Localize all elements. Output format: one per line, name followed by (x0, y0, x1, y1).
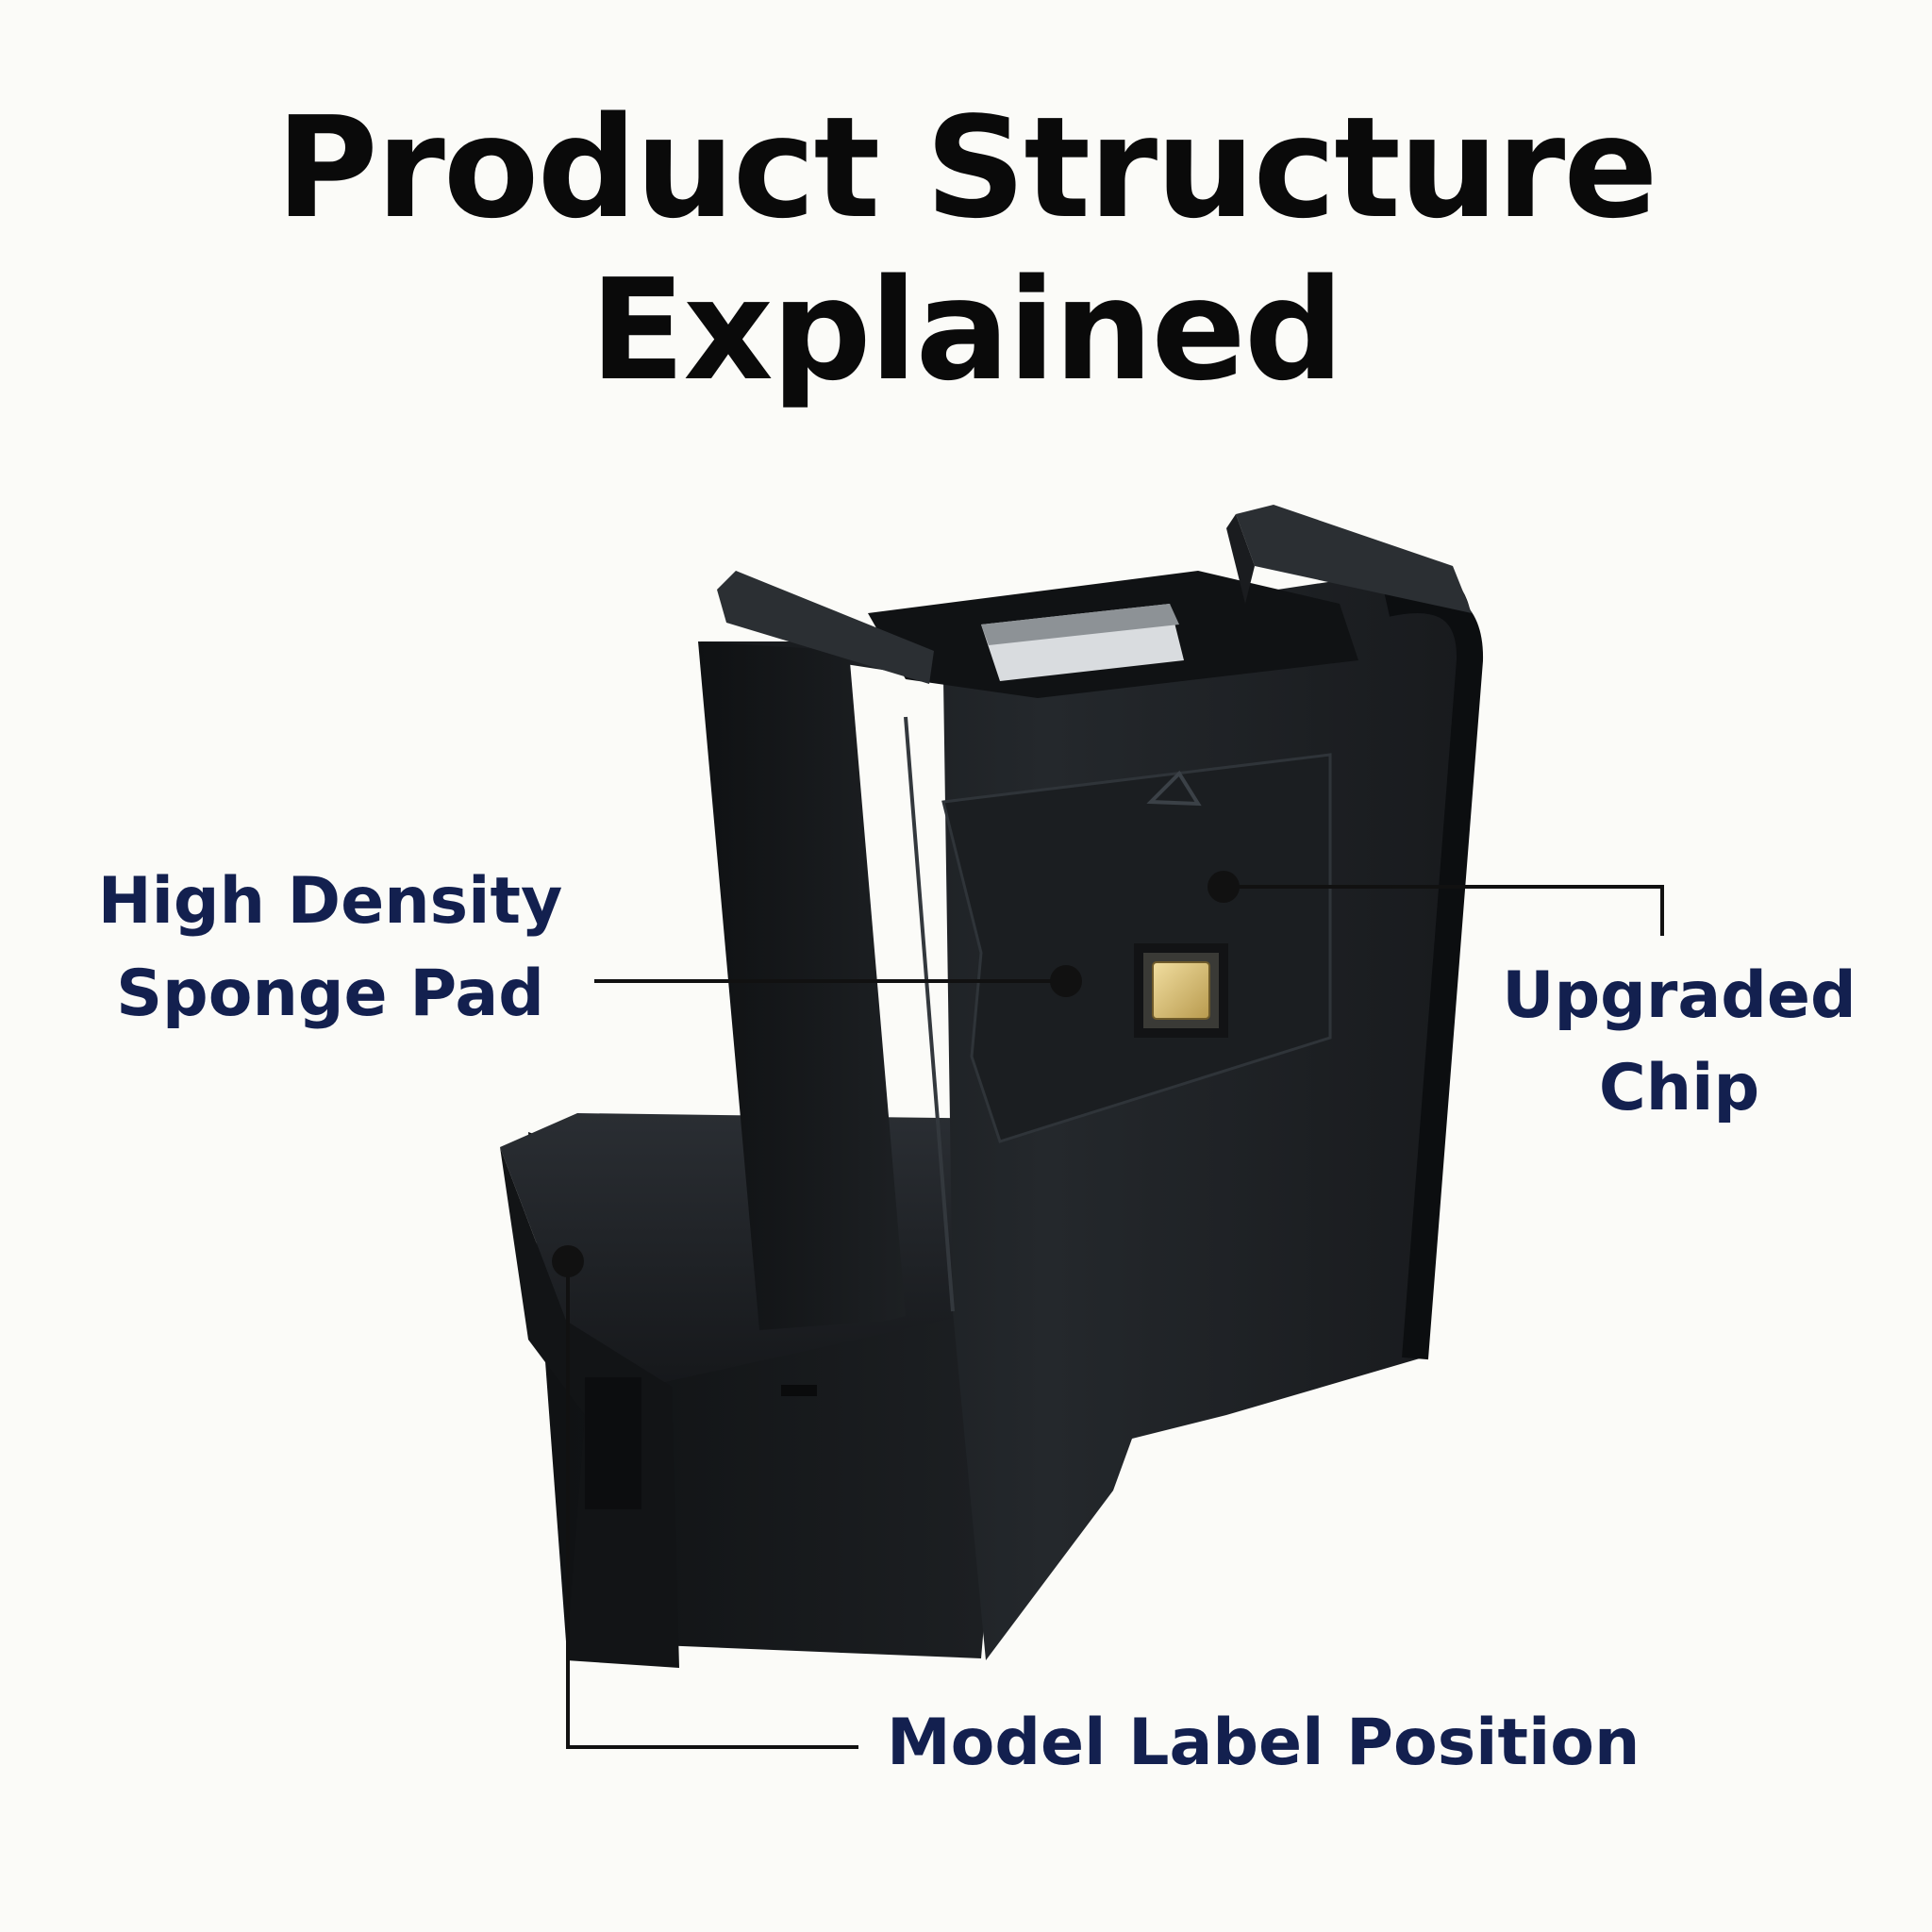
page-title-line-2: Explained (590, 249, 1344, 411)
callout-sponge-line-1: High Density (97, 864, 563, 939)
callout-chip-line-2: Chip (1598, 1051, 1760, 1125)
page-title-line-1: Product Structure (275, 87, 1657, 249)
callout-chip-line-1: Upgraded (1502, 958, 1857, 1033)
callout-model-label-position: Model Label Position (887, 1706, 1641, 1780)
product-image (500, 505, 1484, 1668)
callout-upgraded-chip: Upgraded Chip (1486, 950, 1873, 1135)
callout-sponge-line-2: Sponge Pad (116, 957, 544, 1031)
leader-line-sponge (594, 965, 1082, 997)
leader-line-chip (1208, 871, 1664, 936)
leader-line-model (552, 1245, 858, 1749)
chip-icon (1134, 943, 1228, 1038)
callout-sponge-pad: High Density Sponge Pad (94, 856, 566, 1041)
